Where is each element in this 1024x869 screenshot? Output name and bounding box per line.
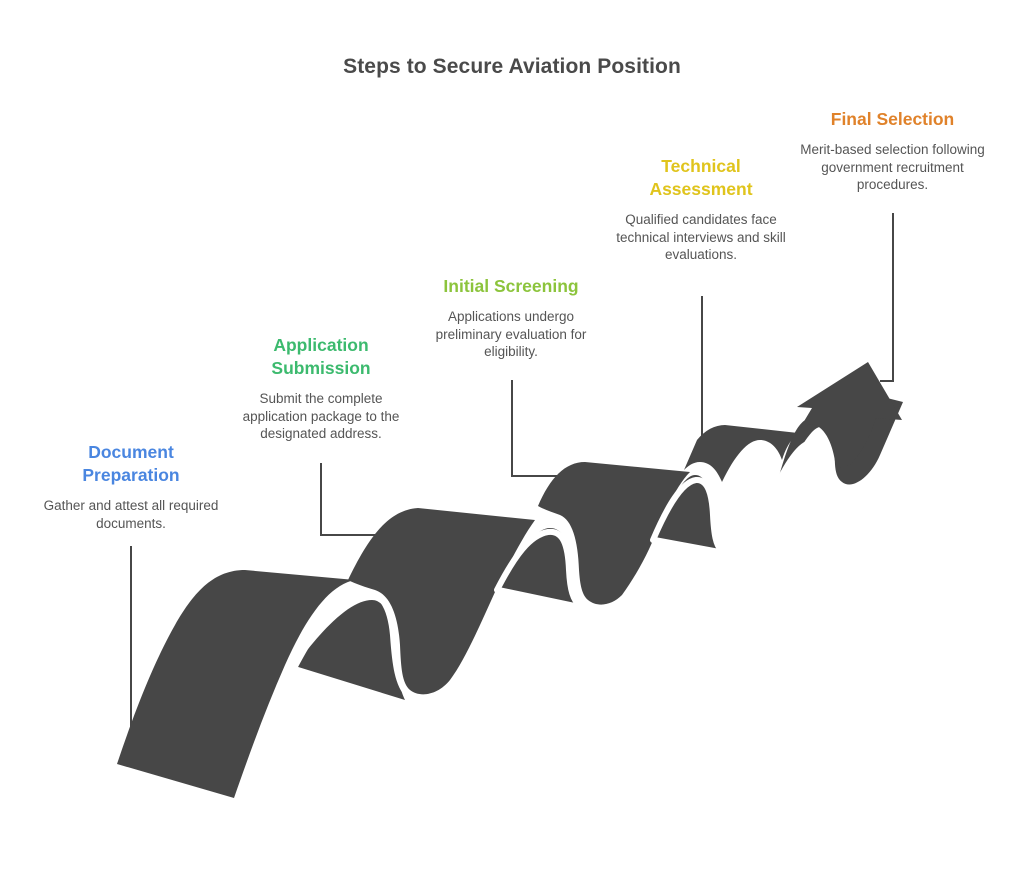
step-title-line: Document [88, 442, 174, 462]
fold-2 [494, 528, 583, 609]
step-title-line: Initial Screening [443, 276, 579, 296]
fold-3 [650, 477, 724, 553]
ribbon [117, 362, 903, 798]
step-title: Document Preparation [40, 441, 222, 487]
step-title-line: Preparation [82, 465, 180, 485]
step-description: Qualified candidates face technical inte… [616, 212, 786, 262]
step-title: Initial Screening [420, 275, 602, 298]
step-title-line: Final Selection [830, 109, 955, 129]
step-description: Gather and attest all required documents… [43, 498, 219, 531]
step-document-preparation: Document Preparation Gather and attest a… [40, 441, 222, 532]
step-technical-assessment: Technical Assessment Qualified candidate… [610, 155, 792, 264]
connector-step-5 [880, 213, 894, 382]
ribbon-segment-2 [295, 600, 405, 700]
connector-step-2 [320, 463, 384, 536]
step-application-submission: Application Submission Submit the comple… [230, 334, 412, 443]
fold-1 [289, 588, 411, 698]
ribbon-segment-3b [538, 462, 690, 605]
step-title: Final Selection [800, 108, 985, 131]
step-title: Application Submission [230, 334, 412, 380]
ribbon-segment-3 [499, 528, 580, 604]
arrow-head-icon [797, 362, 902, 468]
diagram-title: Steps to Secure Aviation Position [343, 55, 681, 78]
ribbon-segment-1 [117, 570, 355, 798]
fold-4 [773, 439, 838, 491]
connector-lines [130, 213, 894, 728]
ribbon-segment-4b [684, 425, 798, 482]
step-description: Applications undergo preliminary evaluat… [435, 309, 587, 359]
ribbon-segment-2b [348, 508, 535, 695]
step-final-selection: Final Selection Merit-based selection fo… [800, 108, 985, 194]
step-description: Merit-based selection following governme… [800, 142, 985, 192]
ribbon-segment-4 [655, 475, 720, 549]
connector-step-3 [511, 380, 570, 477]
step-title-line: Assessment [649, 179, 753, 199]
step-title-line: Technical [661, 156, 741, 176]
step-title-line: Application [273, 335, 369, 355]
step-title-line: Submission [271, 358, 371, 378]
step-title: Technical Assessment [610, 155, 792, 201]
step-description: Submit the complete application package … [242, 391, 400, 441]
step-initial-screening: Initial Screening Applications undergo p… [420, 275, 602, 361]
fold-highlights [289, 439, 838, 698]
